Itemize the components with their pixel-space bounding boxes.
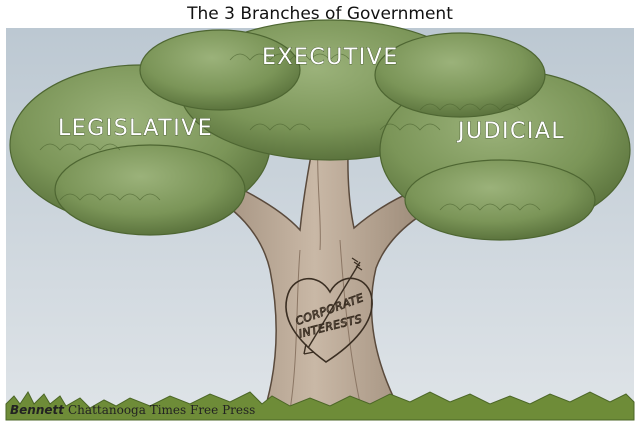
cartoon-title: The 3 Branches of Government [187,4,453,24]
publication-credit: Chattanooga Times Free Press [68,403,255,417]
label-judicial: JUDICIAL [456,119,565,144]
leaf-texture [39,53,541,211]
canopy-top-right [374,32,546,118]
tree-canopy [9,19,631,241]
arrow-head [303,343,315,355]
arrow-shaft [307,261,361,349]
grass-ground [5,391,635,421]
canopy-right-lower [404,159,596,241]
canopy-top-left [139,29,301,111]
label-executive: EXECUTIVE [262,45,399,70]
heart-outline [285,277,373,363]
arrow-fletching [351,257,363,271]
artist-signature: Bennett [10,403,65,417]
canopy-left-lower [54,144,246,236]
label-legislative: LEGISLATIVE [58,116,213,141]
